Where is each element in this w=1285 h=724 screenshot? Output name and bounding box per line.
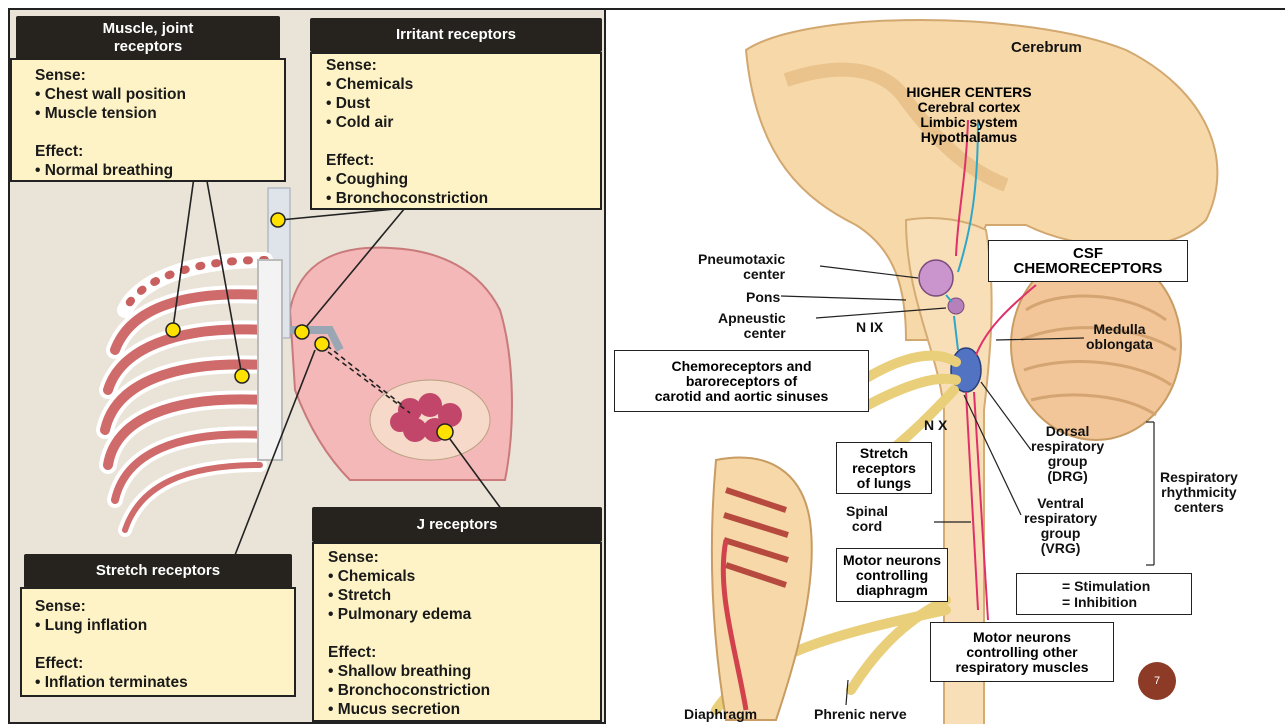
irritant-body: Sense: • Chemicals • Dust • Cold air Eff… — [326, 56, 488, 208]
alveoli — [370, 380, 490, 460]
stretch-lungs-box: Stretch receptors of lungs — [836, 442, 932, 494]
page-number-badge: 7 — [1138, 662, 1176, 700]
rib-cage — [105, 260, 282, 530]
stretch-body: Sense: • Lung inflation Effect: • Inflat… — [35, 597, 188, 692]
legend-stimulation: = Stimulation — [1062, 579, 1150, 594]
legend-inhibition: = Inhibition — [1062, 595, 1137, 610]
chest-segment — [712, 458, 812, 720]
pneumotaxic-center-shape — [919, 260, 953, 296]
motor-other-box: Motor neurons controlling other respirat… — [930, 622, 1114, 682]
muscle-joint-title: Muscle, joint receptors — [16, 16, 280, 60]
pons-label: Pons — [746, 290, 780, 305]
vrg-label: Ventral respiratory group (VRG) — [1024, 496, 1097, 556]
n-x-label: N X — [924, 418, 947, 433]
j-title: J receptors — [312, 507, 602, 542]
respiratory-control-panel: Cerebrum HIGHER CENTERS Cerebral cortex … — [606, 8, 1285, 724]
drg-label: Dorsal respiratory group (DRG) — [1031, 424, 1104, 484]
apneustic-label: Apneustic center — [718, 311, 786, 341]
cerebrum-label: Cerebrum — [1011, 40, 1082, 55]
csf-box: CSF CHEMORECEPTORS — [988, 240, 1188, 282]
stretch-title: Stretch receptors — [24, 554, 292, 588]
medulla-label: Medulla oblongata — [1086, 322, 1153, 352]
motor-diaphragm-box: Motor neurons controlling diaphragm — [836, 548, 948, 602]
phrenic-label: Phrenic nerve — [814, 707, 907, 722]
pneumotaxic-label: Pneumotaxic center — [698, 252, 785, 282]
diaphragm-label: Diaphragm — [684, 707, 757, 722]
resp-rhythm-label: Respiratory rhythmicity centers — [1160, 470, 1238, 515]
spinal-label: Spinal cord — [846, 504, 888, 534]
higher-centers-box: HIGHER CENTERS Cerebral cortex Limbic sy… — [902, 80, 1036, 150]
muscle-joint-body: Sense: • Chest wall position • Muscle te… — [35, 66, 186, 180]
irritant-title: Irritant receptors — [310, 18, 602, 52]
j-body: Sense: • Chemicals • Stretch • Pulmonary… — [328, 548, 490, 719]
chemo-baro-box: Chemoreceptors and baroreceptors of caro… — [614, 350, 869, 412]
n-ix-label: N IX — [856, 320, 883, 335]
receptors-panel: Muscle, joint receptors Sense: • Chest w… — [8, 8, 606, 724]
